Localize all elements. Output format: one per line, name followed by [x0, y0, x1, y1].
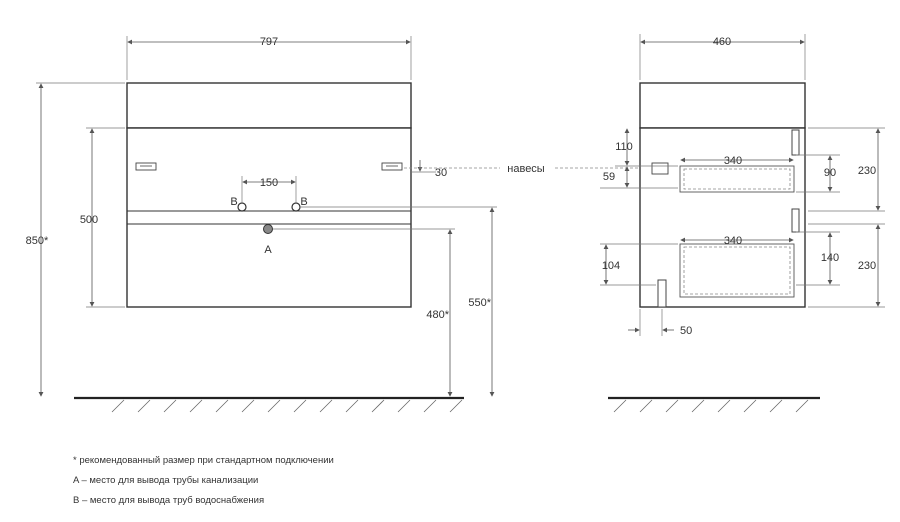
side-drawer-bottom-section: 230: [858, 260, 876, 272]
note-recommended: * рекомендованный размер при стандартном…: [73, 455, 334, 466]
front-total-height-label: 850*: [26, 235, 49, 247]
front-width-label: 797: [260, 36, 278, 48]
hinges-label: навесы: [507, 163, 545, 175]
side-pipe: [657, 279, 667, 308]
side-drawer-top-section: 230: [858, 165, 876, 177]
pipe-a-mark: [263, 224, 273, 234]
side-drawer-bottom-width: 340: [724, 235, 742, 247]
side-drawer-top-width: 340: [724, 155, 742, 167]
legend-notes: * рекомендованный размер при стандартном…: [73, 451, 334, 511]
pipe-b-right-mark: [291, 202, 301, 212]
pipe-b-right-label: B: [300, 196, 307, 208]
side-dim-50: 50: [680, 325, 692, 337]
side-drawer-front-top: [791, 129, 800, 156]
front-height-550-label: 550*: [468, 297, 491, 309]
side-hinge: [651, 162, 669, 175]
front-floor-hatch: [111, 399, 463, 413]
front-view: 797 850* 500 150 B B A 30 480* 550*: [26, 36, 497, 413]
side-dim-110: 110: [615, 141, 633, 153]
front-offset-30-label: 30: [435, 167, 447, 179]
side-drawer-top-height: 90: [824, 167, 836, 179]
side-dim-59: 59: [603, 171, 615, 183]
front-hinge-right: [381, 162, 403, 171]
pipe-b-left-mark: [237, 202, 247, 212]
hinges-callout: навесы: [404, 163, 652, 175]
front-cabinet-body: [126, 127, 412, 308]
pipe-a-label: A: [264, 244, 272, 256]
side-drawer-bottom-box: [679, 243, 795, 298]
front-body-height-label: 500: [80, 214, 98, 226]
side-drawer-front-bottom: [791, 208, 800, 233]
pipe-b-left-label: B: [230, 196, 237, 208]
note-pipe-a: A – место для вывода трубы канализации: [73, 475, 259, 486]
side-drawer-bottom-height: 140: [821, 252, 839, 264]
note-pipe-b: B – место для вывода труб водоснабжения: [73, 495, 265, 506]
front-hinge-left: [135, 162, 157, 171]
side-floor-hatch: [613, 399, 809, 413]
side-drawer-top-box: [679, 165, 795, 193]
front-countertop: [126, 82, 412, 129]
side-dim-104: 104: [602, 260, 620, 272]
side-view: 460 110 59 340 90 230 340 104: [600, 34, 885, 413]
front-height-480-label: 480*: [426, 309, 449, 321]
side-depth-label: 460: [713, 36, 731, 48]
front-pipe-spacing-label: 150: [260, 177, 278, 189]
side-countertop: [639, 82, 806, 129]
